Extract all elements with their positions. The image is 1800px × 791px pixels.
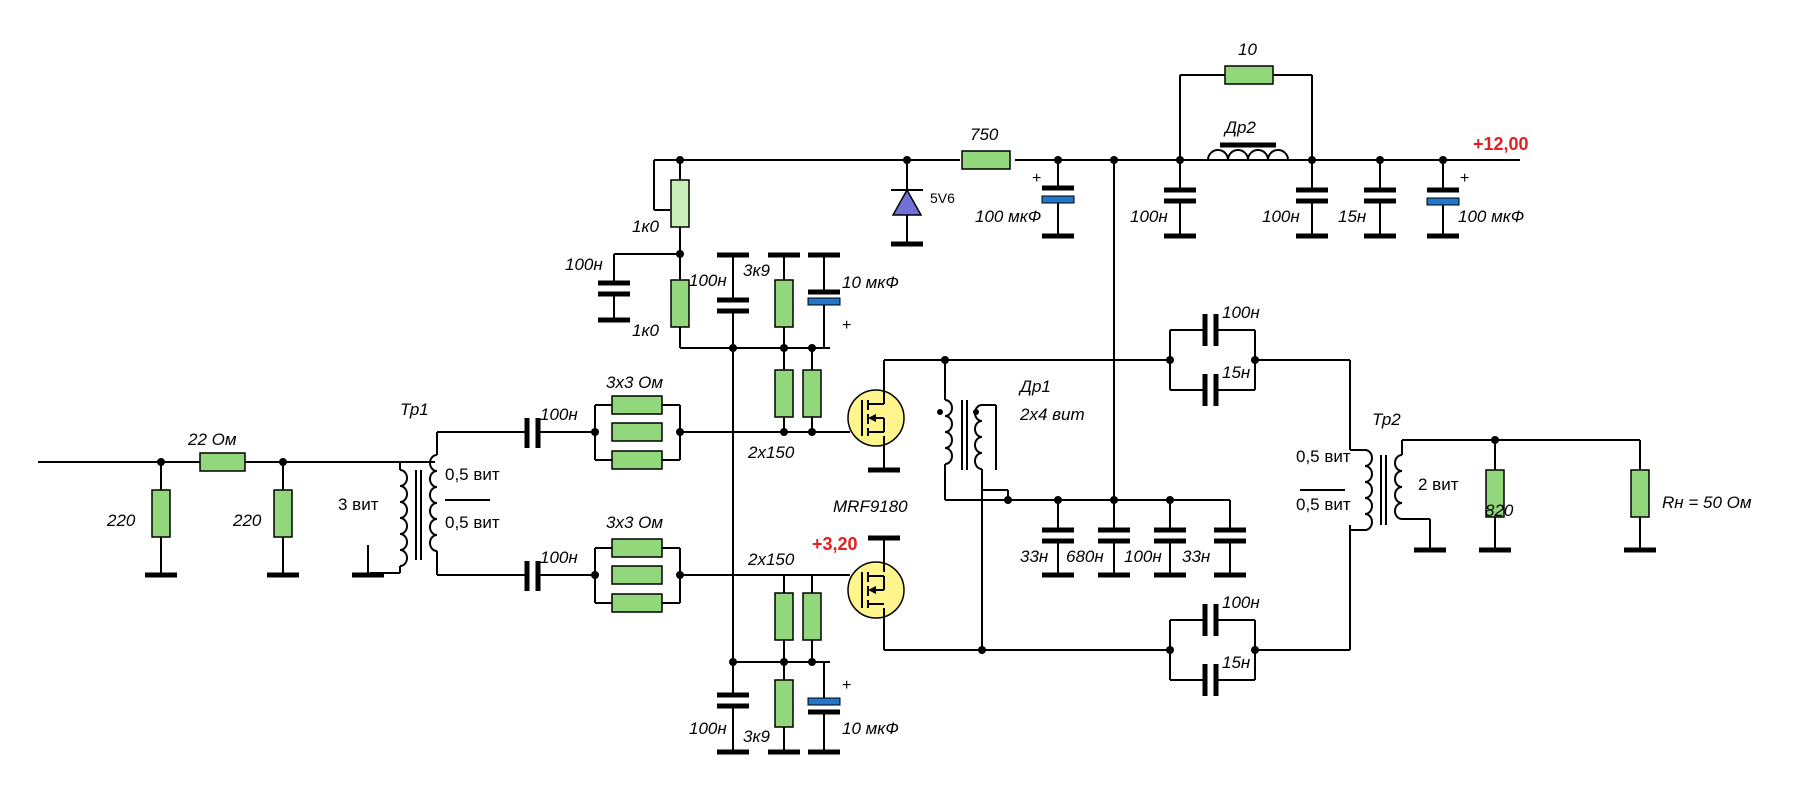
label-10u-top: 10 мкФ xyxy=(842,273,899,292)
label-c-33n-b: 33н xyxy=(1182,547,1211,566)
drain-network xyxy=(884,356,1246,654)
label-c-bias: 100н xyxy=(565,255,603,274)
label-dr1: Др1 xyxy=(1018,377,1051,396)
label-tr2: Тр2 xyxy=(1372,410,1401,429)
label-c-out-top-b: 15н xyxy=(1222,363,1251,382)
label-750: 750 xyxy=(970,125,999,144)
label-c-supply-a: 100н xyxy=(1130,207,1168,226)
label-100u-right: 100 мкФ xyxy=(1458,207,1524,226)
potentiometer-1k0 xyxy=(670,179,690,228)
label-220-right: 220 xyxy=(232,511,262,530)
label-22-ohm: 22 Ом xyxy=(187,430,237,449)
label-r10: 10 xyxy=(1238,40,1257,59)
resistor-220-right xyxy=(273,489,293,538)
label-c-out-bottom-b: 15н xyxy=(1222,653,1251,672)
gate-coupling-bottom xyxy=(524,538,850,613)
svg-text:+: + xyxy=(842,317,851,334)
label-c-supply-b: 100н xyxy=(1262,207,1300,226)
label-supply-voltage: +12,00 xyxy=(1473,134,1529,154)
label-10u-bottom: 10 мкФ xyxy=(842,719,899,738)
label-3k9-top: 3к9 xyxy=(743,261,770,280)
transistor-bottom xyxy=(847,535,905,650)
label-c-bottom-mid: 100н xyxy=(689,719,727,738)
label-c-33n-a: 33н xyxy=(1020,547,1049,566)
label-tr1-sec-bottom: 0,5 вит xyxy=(445,513,500,532)
zener-diode xyxy=(891,188,923,216)
label-pot: 1к0 xyxy=(632,217,659,236)
label-2x150-bottom: 2х150 xyxy=(747,550,795,569)
label-c-680n: 680н xyxy=(1066,547,1104,566)
output-coupling-bottom xyxy=(1166,525,1351,696)
label-tr1: Тр1 xyxy=(400,400,429,419)
label-c-out-bottom-a: 100н xyxy=(1222,593,1260,612)
label-220-left: 220 xyxy=(106,511,136,530)
label-tr1-primary: 3 вит xyxy=(338,495,379,514)
resistor-10 xyxy=(1224,65,1274,85)
label-c-in-bottom: 100н xyxy=(540,548,578,567)
input-network xyxy=(38,452,435,578)
svg-text:+: + xyxy=(842,677,851,694)
resistor-220-left xyxy=(151,489,171,538)
gate-coupling-top xyxy=(524,395,850,470)
label-tr1-sec-top: 0,5 вит xyxy=(445,465,500,484)
label-820: 820 xyxy=(1485,501,1514,520)
label-3k9-bottom: 3к9 xyxy=(743,727,770,746)
transistor-top xyxy=(847,360,905,473)
transformer-tr2 xyxy=(1300,436,1656,553)
svg-text:+: + xyxy=(1460,170,1469,187)
label-load: Rн = 50 Ом xyxy=(1662,493,1752,512)
label-c-15n: 15н xyxy=(1338,207,1367,226)
label-c-out-top-a: 100н xyxy=(1222,303,1260,322)
supply-section: + + xyxy=(891,65,1469,500)
label-tr2-secondary: 2 вит xyxy=(1418,475,1459,494)
resistor-load xyxy=(1630,469,1650,518)
output-coupling-top xyxy=(1166,314,1351,450)
label-c-100n-dr1: 100н xyxy=(1124,547,1162,566)
label-dr2: Др2 xyxy=(1223,118,1256,137)
labels: 22 Ом 220 220 Тр1 3 вит 0,5 вит 0,5 вит … xyxy=(106,40,1752,746)
label-dr1-turns: 2х4 вит xyxy=(1019,405,1085,424)
label-tr2-pri-top: 0,5 вит xyxy=(1296,447,1351,466)
resistor-22-ohm xyxy=(199,452,246,472)
resistor-750 xyxy=(961,150,1011,170)
svg-text:+: + xyxy=(1032,170,1041,187)
label-zener: 5V6 xyxy=(930,190,955,206)
label-transistor: MRF9180 xyxy=(833,497,908,516)
bias-network: + + xyxy=(598,156,1520,755)
label-gate-voltage: +3,20 xyxy=(812,534,858,554)
label-c-top-mid: 100н xyxy=(689,271,727,290)
label-c-in-top: 100н xyxy=(540,405,578,424)
inductor-dr1 xyxy=(944,399,953,465)
label-tr2-pri-bottom: 0,5 вит xyxy=(1296,495,1351,514)
label-r-par-top: 3х3 Ом xyxy=(606,373,663,392)
transformer-tr1 xyxy=(352,431,525,578)
label-1k0: 1к0 xyxy=(632,321,659,340)
resistor-1k0 xyxy=(670,279,690,328)
label-100u-left: 100 мкФ xyxy=(975,207,1041,226)
inductor-dr2 xyxy=(1207,149,1289,161)
label-r-par-bottom: 3х3 Ом xyxy=(606,513,663,532)
label-2x150-top: 2х150 xyxy=(747,443,795,462)
